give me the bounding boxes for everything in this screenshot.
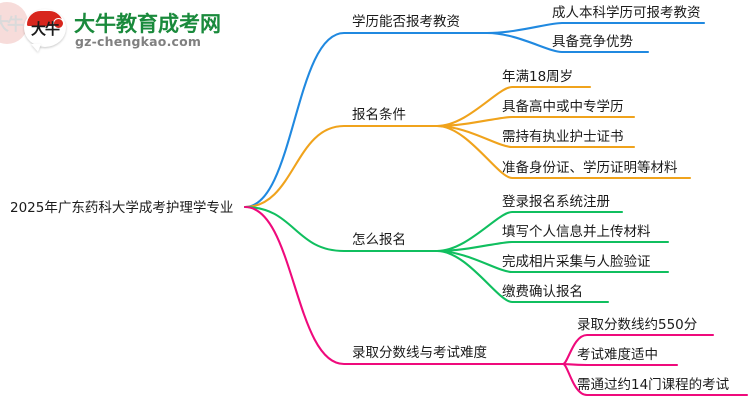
edge-branch-2-leaf-1	[435, 240, 670, 253]
leaf-label-0-0: 成人本科学历可报考教资	[552, 5, 701, 21]
branch-label-3: 录取分数线与考试难度	[352, 345, 487, 361]
edge-root-to-branch-3	[243, 205, 565, 366]
leaf-label-2-0: 登录报名系统注册	[502, 194, 610, 210]
branch-label-1: 报名条件	[352, 106, 406, 123]
branch-label-0: 学历能否报考教资	[352, 14, 460, 30]
brand-domain: gz-chengkao.com	[75, 34, 202, 49]
edge-root-to-branch-0	[243, 31, 489, 209]
edge-branch-2-leaf-3	[435, 249, 610, 304]
mindmap-labels: 2025年广东药科大学成考护理学专业 学历能否报考教资 成人本科学历可报考教资具备竞…	[10, 5, 730, 393]
leaf-label-1-2: 需持有执业护士证书	[502, 129, 624, 145]
brand-logo: 大牛 大牛教育成考网 gz-chengkao.com	[24, 8, 239, 54]
bubble-dot-icon	[53, 18, 64, 29]
edge-branch-1-leaf-2	[435, 124, 636, 149]
edge-branch-1-leaf-1	[435, 115, 636, 128]
leaf-label-0-1: 具备竞争优势	[552, 33, 633, 50]
edge-branch-3-leaf-0	[561, 333, 715, 366]
leaf-label-3-1: 考试难度适中	[577, 347, 658, 363]
logo-mark-label: 大牛	[30, 20, 60, 38]
mindmap-edges	[243, 21, 749, 397]
watermark: 大牛	[0, 2, 32, 54]
edge-root-to-branch-1	[243, 124, 439, 209]
leaf-label-3-2: 需通过约14门课程的考试	[577, 377, 730, 393]
edge-branch-3-leaf-2	[561, 362, 749, 397]
edge-branch-2-leaf-0	[435, 210, 624, 253]
leaf-label-3-0: 录取分数线约550分	[577, 317, 697, 333]
leaf-label-2-1: 填写个人信息并上传材料	[502, 223, 651, 240]
edge-branch-1-leaf-3	[435, 124, 692, 180]
edge-branch-1-leaf-0	[435, 85, 592, 128]
leaf-label-1-3: 准备身份证、学历证明等材料	[502, 159, 678, 176]
watermark-label: 大牛	[0, 15, 24, 35]
leaf-label-1-0: 年满18周岁	[502, 69, 573, 85]
edge-branch-3-leaf-1	[561, 362, 679, 367]
branch-label-2: 怎么报名	[352, 232, 406, 248]
brand-name: 大牛教育成考网	[74, 12, 221, 36]
root-label: 2025年广东药科大学成考护理学专业	[10, 200, 233, 216]
edge-root-to-branch-2	[243, 205, 439, 253]
leaf-label-2-3: 缴费确认报名	[502, 284, 583, 300]
logo-mark-icon: 大牛	[24, 9, 68, 51]
edge-branch-0-leaf-1	[485, 31, 650, 54]
leaf-label-2-2: 完成相片采集与人脸验证	[502, 254, 651, 270]
leaf-label-1-1: 具备高中或中专学历	[502, 98, 624, 115]
edge-branch-0-leaf-0	[485, 21, 706, 35]
